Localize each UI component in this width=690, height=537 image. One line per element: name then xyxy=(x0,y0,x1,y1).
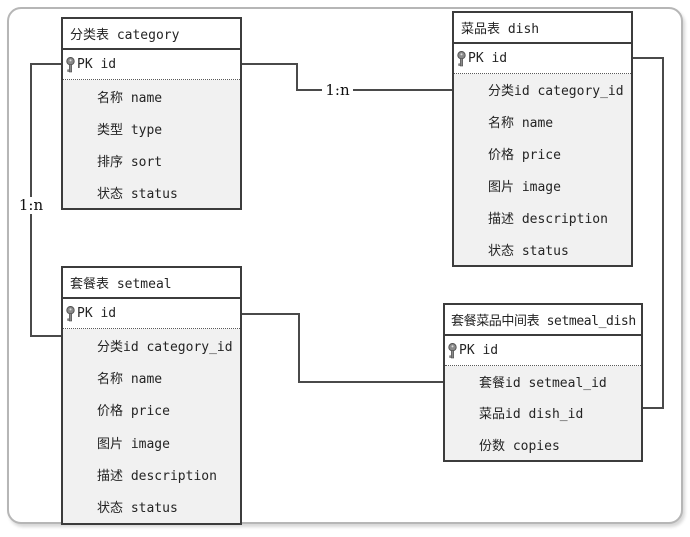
field-row: 类型 type xyxy=(97,122,163,138)
entity-table-setmeal-dish: 套餐菜品中间表 setmeal_dish PK id 套餐id setmeal_… xyxy=(443,303,643,462)
field-row: 套餐id setmeal_id xyxy=(479,376,607,392)
field-row: 名称 name xyxy=(97,371,163,387)
key-icon xyxy=(66,56,75,72)
table-title: 套餐表 setmeal xyxy=(63,268,240,299)
entity-table-dish: 菜品表 dish PK id 分类id category_id 名称 name … xyxy=(452,11,633,267)
field-row: 状态 status xyxy=(97,501,178,517)
field-list: 分类id category_id 名称 name 价格 price 图片 ima… xyxy=(454,74,631,265)
field-row: 状态 status xyxy=(488,243,569,259)
field-row: 份数 copies xyxy=(479,438,560,454)
field-row: 菜品id dish_id xyxy=(479,407,584,423)
primary-key-label: PK id xyxy=(77,306,117,321)
entity-table-category: 分类表 category PK id 名称 name 类型 type 排序 so… xyxy=(61,17,242,210)
relationship-label-category-dish: 1:n xyxy=(322,82,353,99)
field-row: 价格 price xyxy=(488,148,561,164)
field-row: 描述 description xyxy=(97,468,217,484)
field-row: 名称 name xyxy=(488,116,554,132)
table-title: 菜品表 dish xyxy=(454,13,631,44)
primary-key-label: PK id xyxy=(459,343,499,358)
key-icon xyxy=(457,50,466,66)
field-row: 图片 image xyxy=(488,179,561,195)
primary-key-row: PK id xyxy=(63,299,240,329)
field-row: 描述 description xyxy=(488,211,608,227)
entity-table-setmeal: 套餐表 setmeal PK id 分类id category_id 名称 na… xyxy=(61,266,242,525)
line-dish-setmealdish xyxy=(633,57,664,409)
primary-key-row: PK id xyxy=(445,336,641,366)
relationship-label-category-setmeal: 1:n xyxy=(16,197,46,214)
field-row: 价格 price xyxy=(97,404,170,420)
key-icon xyxy=(66,305,75,321)
field-row: 状态 status xyxy=(97,186,178,202)
field-row: 名称 name xyxy=(97,90,163,106)
primary-key-row: PK id xyxy=(63,50,240,80)
field-list: 分类id category_id 名称 name 价格 price 图片 ima… xyxy=(63,329,240,523)
primary-key-label: PK id xyxy=(468,51,508,66)
field-row: 图片 image xyxy=(97,436,170,452)
field-row: 分类id category_id xyxy=(488,84,624,100)
primary-key-label: PK id xyxy=(77,57,117,72)
line-setmeal-setmealdish xyxy=(242,313,443,383)
field-row: 分类id category_id xyxy=(97,339,233,355)
table-title: 分类表 category xyxy=(63,19,240,50)
line-category-dish xyxy=(242,63,452,91)
primary-key-row: PK id xyxy=(454,44,631,74)
field-list: 名称 name 类型 type 排序 sort 状态 status xyxy=(63,80,240,208)
table-title: 套餐菜品中间表 setmeal_dish xyxy=(445,305,641,336)
field-row: 排序 sort xyxy=(97,154,163,170)
key-icon xyxy=(448,342,457,358)
field-list: 套餐id setmeal_id 菜品id dish_id 份数 copies xyxy=(445,366,641,460)
